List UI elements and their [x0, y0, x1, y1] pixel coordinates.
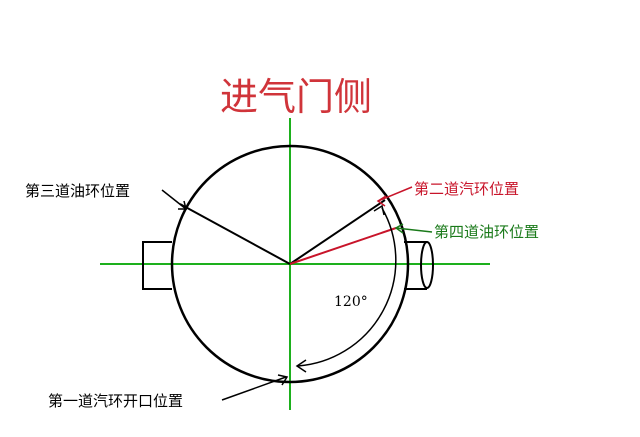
arrowhead-first-ring-gap [277, 374, 289, 386]
label-third-oil-ring: 第三道油环位置 [25, 182, 130, 200]
label-first-ring-gap: 第一道汽环开口位置 [48, 392, 183, 410]
left-pin-boss [142, 241, 172, 290]
angle-label: 120° [334, 294, 368, 310]
right-pin-boss-end [420, 241, 434, 289]
arrowhead-fourth-oil-ring [394, 223, 404, 234]
label-fourth-oil-ring: 第四道油环位置 [434, 223, 539, 241]
angle-arc-arrowhead-top [373, 204, 385, 216]
right-pin-boss [404, 241, 427, 290]
leader-first-ring-gap [221, 376, 287, 401]
angle-arc-arrowhead-bottom [295, 359, 307, 373]
arrowhead-third-oil-ring [178, 200, 187, 210]
arrowhead-second-ring [376, 195, 387, 207]
diagram-title: 进气门侧 [220, 75, 372, 119]
angle-arc [297, 207, 397, 367]
leader-second-ring [377, 186, 413, 202]
second-ring-position-line [289, 199, 386, 265]
third-oil-ring-line [179, 203, 291, 265]
piston-outline [170, 144, 410, 384]
fourth-oil-ring-line [289, 227, 397, 265]
label-second-ring: 第二道汽环位置 [414, 180, 519, 198]
leader-fourth-oil-ring [395, 227, 433, 233]
leader-third-oil-ring [161, 189, 187, 210]
